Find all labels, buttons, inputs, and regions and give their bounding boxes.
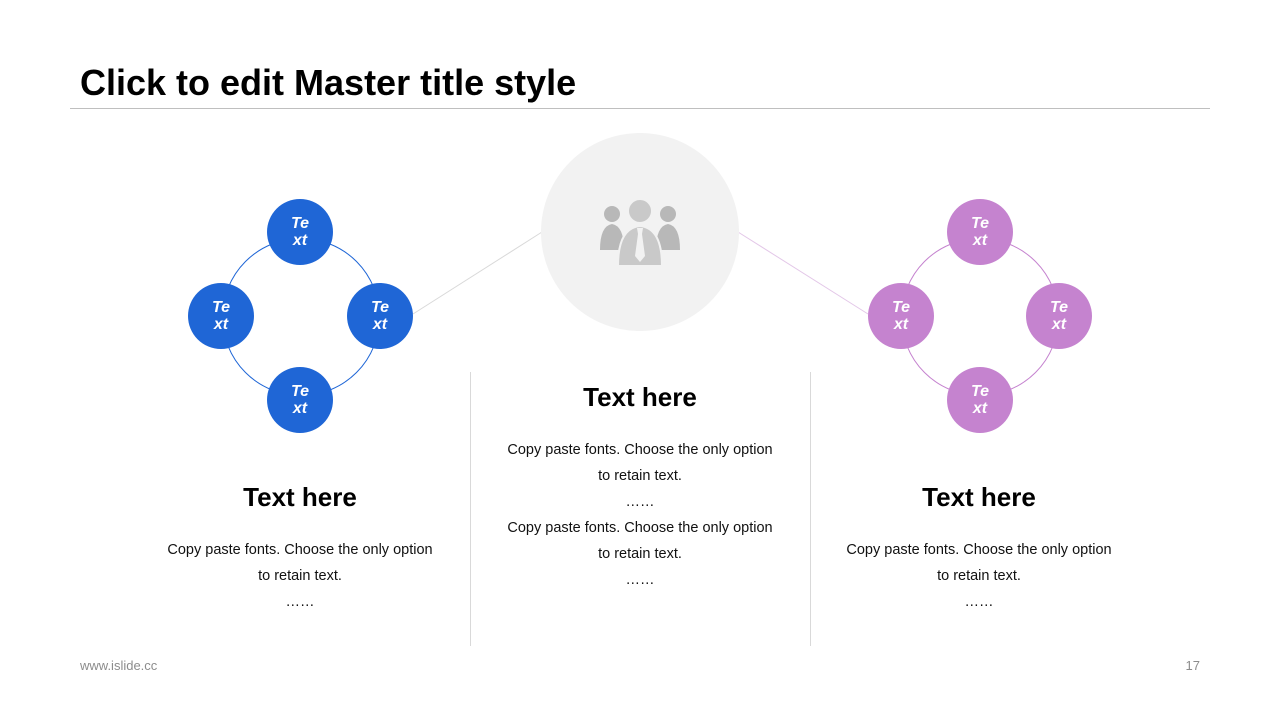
center-heading[interactable]: Text here (583, 382, 697, 412)
right-node-left[interactable]: Te xt (868, 283, 934, 349)
footer-url: www.islide.cc (80, 658, 158, 673)
team-icon (600, 198, 680, 266)
node-label-line1: Te (290, 215, 310, 232)
body-line: Copy paste fonts. Choose the only option (846, 542, 1112, 558)
body-line: …… (964, 594, 994, 610)
right-node-bottom[interactable]: Te xt (947, 367, 1013, 433)
body-line: …… (625, 494, 655, 510)
right-heading[interactable]: Text here (922, 482, 1036, 512)
body-line: to retain text. (598, 468, 682, 484)
page-number: 17 (1185, 658, 1200, 673)
body-line: …… (285, 594, 315, 610)
right-node-top[interactable]: Te xt (947, 199, 1013, 265)
body-line: to retain text. (937, 568, 1021, 584)
node-label-line1: Te (211, 299, 231, 316)
body-line: Copy paste fonts. Choose the only option (507, 442, 773, 458)
column-divider-left (470, 372, 471, 646)
left-heading[interactable]: Text here (243, 482, 357, 512)
body-line: to retain text. (598, 546, 682, 562)
left-node-left[interactable]: Te xt (188, 283, 254, 349)
node-label-line1: Te (891, 299, 911, 316)
node-label-line2: xt (972, 232, 988, 249)
node-label-line2: xt (292, 232, 308, 249)
slide-title[interactable]: Click to edit Master title style (80, 62, 577, 103)
title-divider (70, 108, 1210, 109)
node-label-line1: Te (970, 383, 990, 400)
center-body[interactable]: Copy paste fonts. Choose the only option… (490, 437, 790, 593)
left-node-bottom[interactable]: Te xt (267, 367, 333, 433)
body-line: …… (625, 572, 655, 588)
node-label-line1: Te (290, 383, 310, 400)
node-label-line1: Te (370, 299, 390, 316)
right-node-right[interactable]: Te xt (1026, 283, 1092, 349)
column-divider-right (810, 372, 811, 646)
connector-right (737, 231, 869, 315)
node-label-line2: xt (213, 316, 229, 333)
left-body[interactable]: Copy paste fonts. Choose the only option… (150, 537, 450, 615)
node-label-line1: Te (1049, 299, 1069, 316)
node-label-line2: xt (972, 400, 988, 417)
node-label-line2: xt (372, 316, 388, 333)
body-line: to retain text. (258, 568, 342, 584)
node-label-line2: xt (1051, 316, 1067, 333)
connector-left (412, 231, 543, 315)
node-label-line2: xt (292, 400, 308, 417)
node-label-line2: xt (893, 316, 909, 333)
node-label-line1: Te (970, 215, 990, 232)
right-body[interactable]: Copy paste fonts. Choose the only option… (829, 537, 1129, 615)
body-line: Copy paste fonts. Choose the only option (507, 520, 773, 536)
left-node-right[interactable]: Te xt (347, 283, 413, 349)
left-node-top[interactable]: Te xt (267, 199, 333, 265)
body-line: Copy paste fonts. Choose the only option (167, 542, 433, 558)
